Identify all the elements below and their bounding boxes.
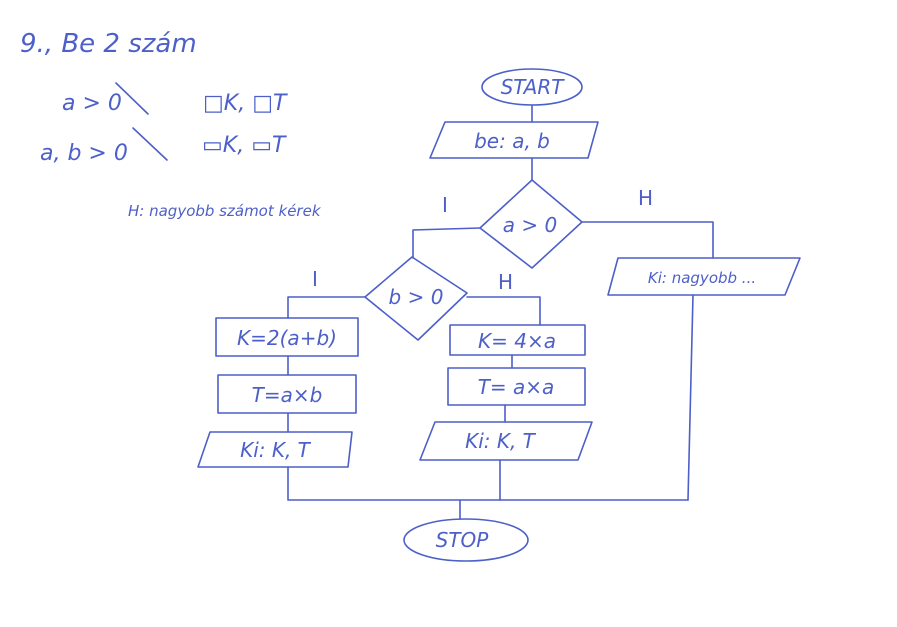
- no-t-label: T= a×a: [478, 375, 555, 399]
- yes-t-block: [217, 374, 357, 414]
- start-label: START: [501, 75, 566, 99]
- connector: [581, 221, 714, 259]
- no-output-block: [607, 257, 801, 296]
- strike-mark: [132, 127, 168, 161]
- no-k-block: [449, 324, 586, 356]
- connector: [466, 296, 541, 326]
- connector: [287, 296, 366, 319]
- yes-k-block: [215, 317, 359, 357]
- decision-1-no-label: H: [638, 186, 653, 210]
- stop-terminal: [403, 518, 529, 562]
- decision-1-label: a > 0: [503, 213, 557, 237]
- strike-mark: [115, 82, 149, 115]
- no-output-kt-label: Ki: K, T: [465, 429, 537, 453]
- input-label: be: a, b: [474, 129, 550, 153]
- no-output-label: Ki: nagyobb ...: [648, 269, 756, 287]
- task-title: 9., Be 2 szám: [20, 29, 197, 59]
- stop-label: STOP: [436, 528, 490, 552]
- no-output-kt-block: [419, 421, 593, 461]
- yes-t-label: T=a×b: [252, 383, 323, 407]
- yes-output-block: [197, 431, 353, 468]
- note-condition-1: a > 0: [62, 91, 122, 116]
- decision-1: [479, 179, 583, 269]
- decision-1-yes-label: I: [442, 193, 448, 217]
- note-condition-2: a, b > 0: [40, 141, 128, 166]
- decision-2-label: b > 0: [389, 285, 444, 309]
- yes-k-label: K=2(a+b): [237, 326, 337, 350]
- connector: [287, 466, 689, 501]
- decision-2-yes-label: I: [312, 267, 318, 291]
- decision-2-no-label: H: [498, 270, 513, 294]
- decision-2: [364, 256, 468, 341]
- no-k-label: K= 4×a: [478, 329, 556, 353]
- note-else: H: nagyobb számot kérek: [128, 202, 322, 220]
- note-output-1: □K, □T: [203, 91, 288, 116]
- connector: [412, 227, 481, 259]
- no-t-block: [447, 367, 586, 406]
- input-block: [429, 121, 599, 159]
- note-output-2: ▭K, ▭T: [202, 133, 287, 158]
- yes-output-label: Ki: K, T: [240, 438, 312, 462]
- connector: [687, 294, 694, 501]
